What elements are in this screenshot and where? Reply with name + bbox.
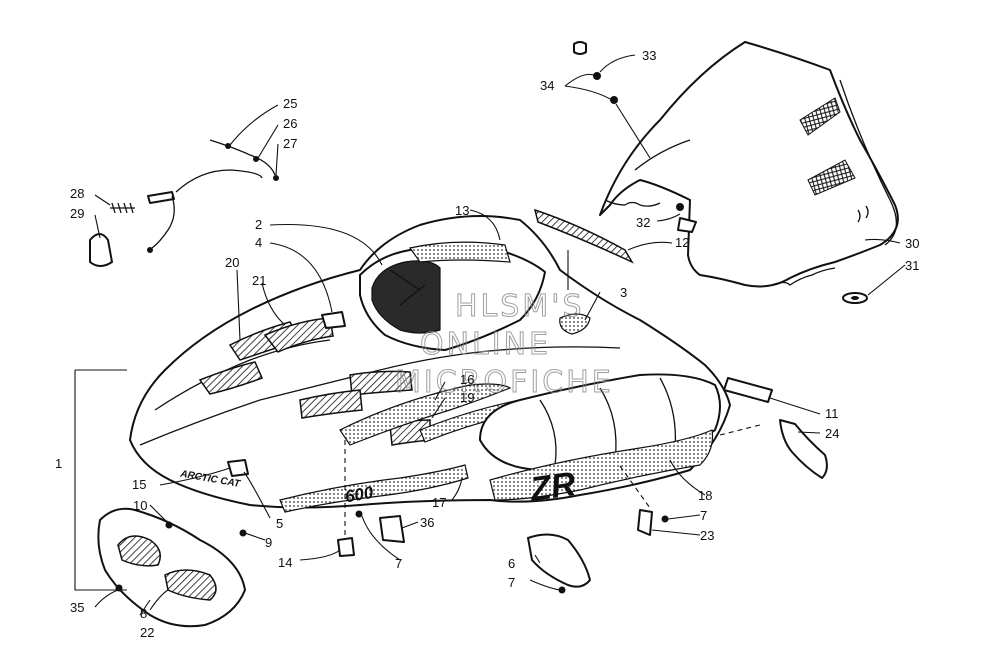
deflector-strip (533, 208, 634, 264)
callout-7-bottom: 7 (508, 575, 515, 590)
callout-34: 34 (540, 78, 554, 93)
latch-5 (227, 459, 249, 477)
callout-27: 27 (283, 136, 297, 151)
callout-24: 24 (825, 426, 839, 441)
callout-21: 21 (252, 273, 266, 288)
callout-29: 29 (70, 206, 84, 221)
callout-1: 1 (55, 456, 62, 471)
callout-25: 25 (283, 96, 297, 111)
callout-33: 33 (642, 48, 656, 63)
hood-latch-cable (89, 139, 279, 267)
watermark-line-3: MICROFICHE (395, 365, 614, 400)
bracket-36 (379, 515, 405, 543)
bracket-6 (527, 533, 591, 588)
leader-lines (74, 54, 906, 616)
callout-20: 20 (225, 255, 239, 270)
hood-assembly: ZR 600 ARCTIC CAT (129, 215, 731, 513)
callout-16: 16 (460, 372, 474, 387)
series-decal: ZR (527, 465, 579, 509)
callout-6: 6 (508, 556, 515, 571)
screws (115, 510, 669, 594)
model-decal: 600 (343, 483, 375, 507)
callout-18: 18 (698, 488, 712, 503)
clip-14 (337, 537, 355, 557)
callout-9: 9 (265, 535, 272, 550)
callout-32: 32 (636, 215, 650, 230)
callout-30: 30 (905, 236, 919, 251)
windshield-screw-line (615, 103, 651, 159)
callout-10: 10 (133, 498, 147, 513)
reflector-11 (723, 377, 773, 403)
callout-22: 22 (140, 625, 154, 640)
callout-28: 28 (70, 186, 84, 201)
windshield (599, 41, 899, 288)
watermark-line-2: ONLINE (420, 327, 551, 362)
callout-5: 5 (276, 516, 283, 531)
callout-26: 26 (283, 116, 297, 131)
callout-31: 31 (905, 258, 919, 273)
screw-cap-33 (573, 41, 618, 104)
watermark: HLSM'S ONLINE MICROFICHE (395, 289, 614, 401)
callout-12: 12 (675, 235, 689, 250)
callout-8: 8 (140, 606, 147, 621)
callout-2: 2 (255, 217, 262, 232)
callout-3: 3 (620, 285, 627, 300)
callout-35: 35 (70, 600, 84, 615)
windshield-washer-31 (842, 292, 868, 304)
windshield-clip-32 (676, 203, 697, 233)
callout-4: 4 (255, 235, 262, 250)
trim-24 (779, 419, 828, 479)
headlight-bezel (97, 507, 246, 628)
watermark-line-1: HLSM'S (455, 289, 585, 324)
callout-13: 13 (455, 203, 469, 218)
callout-7-right: 7 (700, 508, 707, 523)
callout-19: 19 (460, 390, 474, 405)
callout-36: 36 (420, 515, 434, 530)
callout-7-center: 7 (395, 556, 402, 571)
callout-23: 23 (700, 528, 714, 543)
callout-15: 15 (132, 477, 146, 492)
callout-labels: 1 2 3 4 5 6 7 7 7 8 9 10 11 12 13 14 15 … (55, 48, 919, 640)
callout-11: 11 (825, 406, 839, 421)
callout-14: 14 (278, 555, 292, 570)
callout-17: 17 (432, 495, 446, 510)
bracket-23 (637, 509, 653, 536)
